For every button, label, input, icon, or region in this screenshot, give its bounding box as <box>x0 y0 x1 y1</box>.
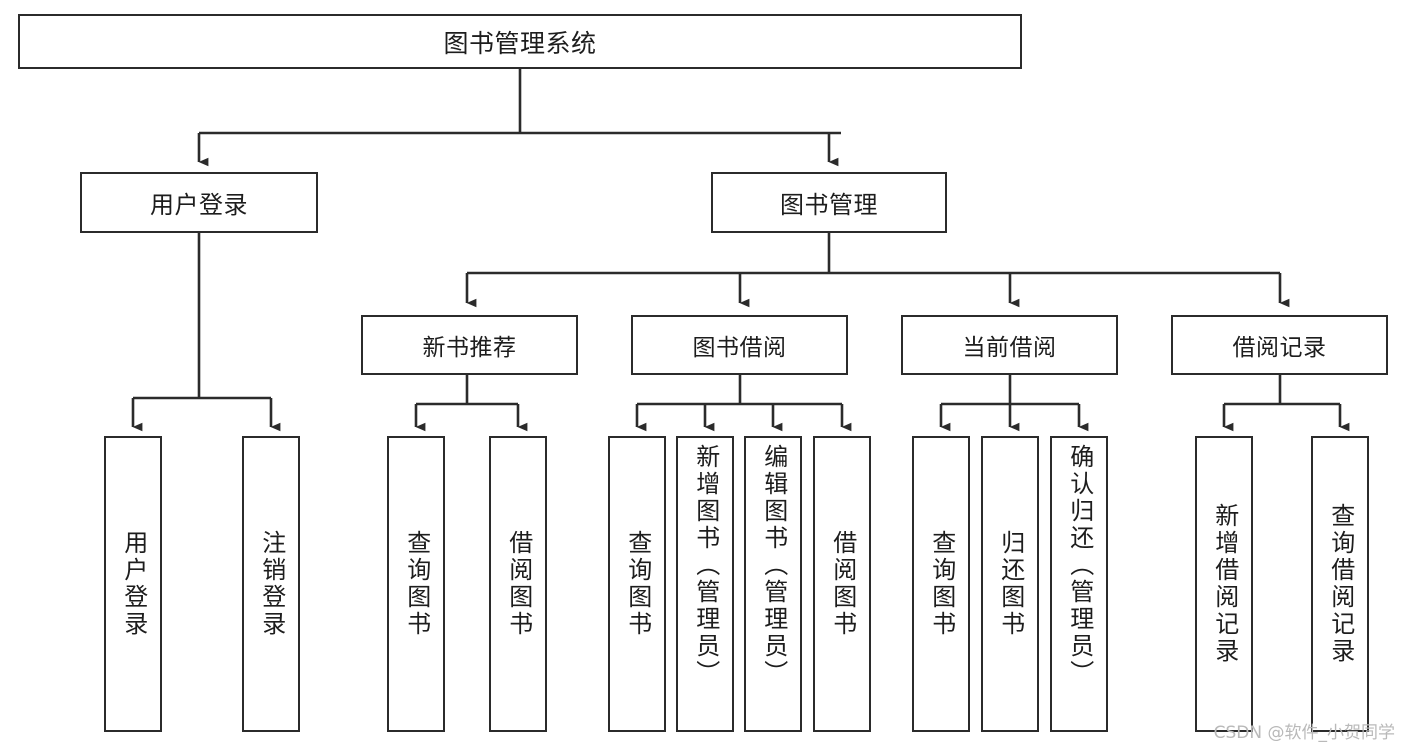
node-label: 查询借阅记录 <box>1326 503 1355 665</box>
leaf-new-book-borrow-book[interactable]: 借阅图书 <box>489 436 547 732</box>
node-label: 用户登录 <box>150 191 248 219</box>
node-label: 查询图书 <box>623 530 652 638</box>
node-label: 图书借阅 <box>692 335 787 361</box>
node-label: 图书管理 <box>780 191 878 219</box>
node-current-borrow[interactable]: 当前借阅 <box>901 315 1118 375</box>
node-borrow-record[interactable]: 借阅记录 <box>1171 315 1388 375</box>
leaf-book-borrow-edit-book[interactable]: 编辑图书（管理员） <box>744 436 802 732</box>
node-label: 借阅图书 <box>828 530 857 638</box>
leaf-current-borrow-query-book[interactable]: 查询图书 <box>912 436 970 732</box>
leaf-user-login-logout[interactable]: 注销登录 <box>242 436 300 732</box>
node-book-management[interactable]: 图书管理 <box>711 172 947 233</box>
node-label: 图书管理系统 <box>443 28 597 58</box>
node-book-borrow[interactable]: 图书借阅 <box>631 315 848 375</box>
node-label: 查询图书 <box>927 530 956 638</box>
csdn-watermark: CSDN @软件_小贺同学 <box>1213 723 1395 743</box>
node-label: 查询图书 <box>402 530 431 638</box>
node-label: 用户登录 <box>119 530 148 638</box>
node-label: 新增图书（管理员） <box>691 444 720 687</box>
node-label: 借阅图书 <box>504 530 533 638</box>
node-label: 注销登录 <box>257 530 286 638</box>
node-label: 新书推荐 <box>422 335 517 361</box>
leaf-book-borrow-query-book[interactable]: 查询图书 <box>608 436 666 732</box>
leaf-borrow-record-query-record[interactable]: 查询借阅记录 <box>1311 436 1369 732</box>
node-label: 借阅记录 <box>1232 335 1327 361</box>
node-label: 当前借阅 <box>962 335 1057 361</box>
leaf-current-borrow-return-book[interactable]: 归还图书 <box>981 436 1039 732</box>
leaf-user-login-login[interactable]: 用户登录 <box>104 436 162 732</box>
node-label: 确认归还（管理员） <box>1065 444 1094 687</box>
leaf-current-borrow-confirm-return[interactable]: 确认归还（管理员） <box>1050 436 1108 732</box>
node-label: 归还图书 <box>996 530 1025 638</box>
leaf-book-borrow-borrow-book[interactable]: 借阅图书 <box>813 436 871 732</box>
node-label: 新增借阅记录 <box>1210 503 1239 665</box>
node-user-login[interactable]: 用户登录 <box>80 172 318 233</box>
leaf-borrow-record-add-record[interactable]: 新增借阅记录 <box>1195 436 1253 732</box>
node-label: 编辑图书（管理员） <box>759 444 788 687</box>
leaf-new-book-query-book[interactable]: 查询图书 <box>387 436 445 732</box>
node-book-management-system[interactable]: 图书管理系统 <box>18 14 1022 69</box>
node-new-book-recommend[interactable]: 新书推荐 <box>361 315 578 375</box>
leaf-book-borrow-add-book[interactable]: 新增图书（管理员） <box>676 436 734 732</box>
